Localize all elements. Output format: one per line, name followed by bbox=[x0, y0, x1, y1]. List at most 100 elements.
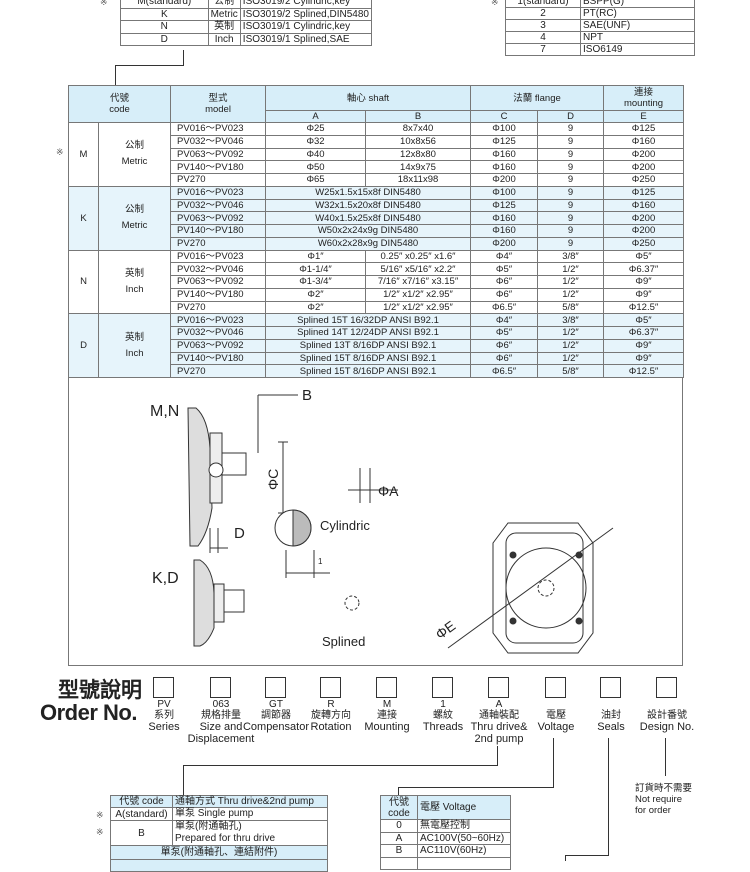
model-cell: PV063～PV092 bbox=[170, 147, 267, 162]
order-cn: 系列 bbox=[154, 710, 174, 721]
mount-e-cell: Φ9″ bbox=[603, 287, 685, 302]
order-value bbox=[627, 699, 707, 710]
desc-cell: 單泵 Single pump bbox=[172, 807, 328, 821]
shaft-spec-cell: W50x2x24x9g DIN5480 bbox=[265, 224, 472, 238]
desc-cell: 無電壓控制 bbox=[417, 819, 511, 833]
flange-d-cell: 5/8″ bbox=[537, 364, 605, 378]
type-cell: 公制 bbox=[207, 0, 241, 9]
flange-d-cell: 9 bbox=[537, 211, 605, 225]
shaft-a-cell: Φ1-3/4″ bbox=[265, 275, 367, 289]
mount-e-cell: Φ12.5″ bbox=[603, 300, 685, 315]
order-title-cn: 型號說明 bbox=[58, 679, 142, 702]
order-value: R bbox=[327, 699, 335, 710]
mount-e-cell: Φ160 bbox=[603, 198, 685, 213]
mount-e-cell: Φ6.37″ bbox=[603, 326, 685, 340]
code-cell: 2 bbox=[505, 7, 581, 20]
shaft-spec-cell: Splined 15T 8/16DP ANSI B92.1 bbox=[265, 351, 472, 366]
label-splined: Splined bbox=[322, 634, 365, 649]
header-c: C bbox=[470, 110, 539, 123]
flange-d-cell: 9 bbox=[537, 134, 605, 149]
header-code: 代號 code bbox=[67, 85, 172, 123]
flange-c-cell: Φ4″ bbox=[470, 249, 539, 264]
code-cell: N bbox=[120, 20, 209, 34]
shaft-spec-cell: Splined 15T 16/32DP ANSI B92.1 bbox=[265, 313, 472, 327]
mount-e-cell: Φ12.5″ bbox=[603, 364, 685, 378]
order-value: M bbox=[382, 699, 392, 710]
standard-mark: ※ bbox=[100, 0, 108, 7]
order-title-en: Order No. bbox=[40, 700, 137, 725]
desc-cell: ISO3019/2 Splined,DIN5480 bbox=[239, 7, 373, 21]
desc-cell: ISO3019/2 Cylindric,key bbox=[239, 0, 373, 9]
connector-line bbox=[608, 738, 609, 856]
shaft-b-cell: 8x7x40 bbox=[365, 122, 472, 136]
code-cell: B bbox=[380, 844, 418, 858]
flange-c-cell: Φ6″ bbox=[470, 338, 539, 353]
order-field-box bbox=[320, 677, 341, 698]
model-cell: PV016～PV023 bbox=[170, 185, 267, 200]
order-cn: 通軸裝配 bbox=[479, 710, 519, 721]
model-cell: PV032～PV046 bbox=[170, 262, 267, 276]
type-cn: 英制 bbox=[125, 267, 145, 279]
type-en: Metric bbox=[121, 156, 148, 168]
shaft-spec-cell: W25x1.5x15x8f DIN5480 bbox=[265, 185, 472, 200]
flange-c-cell: Φ5″ bbox=[470, 262, 539, 276]
flange-d-cell: 9 bbox=[537, 198, 605, 213]
header-code: 代號 code bbox=[110, 795, 173, 808]
shaft-spec-cell: Splined 13T 8/16DP ANSI B92.1 bbox=[265, 338, 472, 353]
shaft-a-cell: Φ50 bbox=[265, 160, 367, 174]
order-field-box bbox=[656, 677, 677, 698]
type-en: Metric bbox=[121, 220, 148, 232]
shaft-spec-cell: Splined 15T 8/16DP ANSI B92.1 bbox=[265, 364, 472, 378]
desc-cell: ISO3019/1 Splined,SAE bbox=[239, 32, 373, 46]
order-en: Rotation bbox=[310, 721, 352, 733]
standard-mark: ※ bbox=[96, 810, 104, 820]
mount-e-cell: Φ250 bbox=[603, 173, 685, 187]
flange-c-cell: Φ200 bbox=[470, 173, 539, 187]
order-field-box bbox=[376, 677, 397, 698]
flange-d-cell: 3/8″ bbox=[537, 249, 605, 264]
table-row: 1(standard)BSPP(G) bbox=[505, 0, 695, 8]
shaft-a-cell: Φ40 bbox=[265, 147, 367, 162]
flange-c-cell: Φ100 bbox=[470, 185, 539, 200]
code-cell: A bbox=[380, 831, 418, 845]
mount-e-cell: Φ200 bbox=[603, 147, 685, 162]
group-code: K bbox=[68, 185, 99, 251]
flange-d-cell: 5/8″ bbox=[537, 300, 605, 315]
design-note: 訂貨時不需要 Not require for order bbox=[635, 783, 693, 816]
connector-line bbox=[183, 50, 184, 66]
flange-d-cell: 9 bbox=[537, 173, 605, 187]
connector-line bbox=[398, 787, 554, 788]
flange-d-cell: 9 bbox=[537, 122, 605, 136]
order-field-box bbox=[432, 677, 453, 698]
label-kd: K,D bbox=[152, 570, 179, 587]
order-en: Series bbox=[148, 721, 180, 733]
model-cell: PV140～PV180 bbox=[170, 160, 267, 174]
table-row: A(standard)單泵 Single pump bbox=[110, 807, 328, 821]
label-phic: ΦC bbox=[265, 469, 281, 490]
shaft-b-cell: 7/16″ x7/16″ x3.15″ bbox=[365, 275, 472, 289]
flange-d-cell: 1/2″ bbox=[537, 275, 605, 289]
flange-d-cell: 9 bbox=[537, 236, 605, 251]
standard-mark: ※ bbox=[96, 827, 104, 837]
shaft-b-cell: 18x11x98 bbox=[365, 173, 472, 187]
connector-line bbox=[565, 855, 566, 861]
code-cell: 3 bbox=[505, 19, 581, 32]
shaft-b-cell: 1/2″ x1/2″ x2.95″ bbox=[365, 287, 472, 302]
order-cn: 規格排量 bbox=[201, 710, 241, 721]
model-cell: PV270 bbox=[170, 364, 267, 378]
label-one: 1 bbox=[318, 557, 323, 566]
